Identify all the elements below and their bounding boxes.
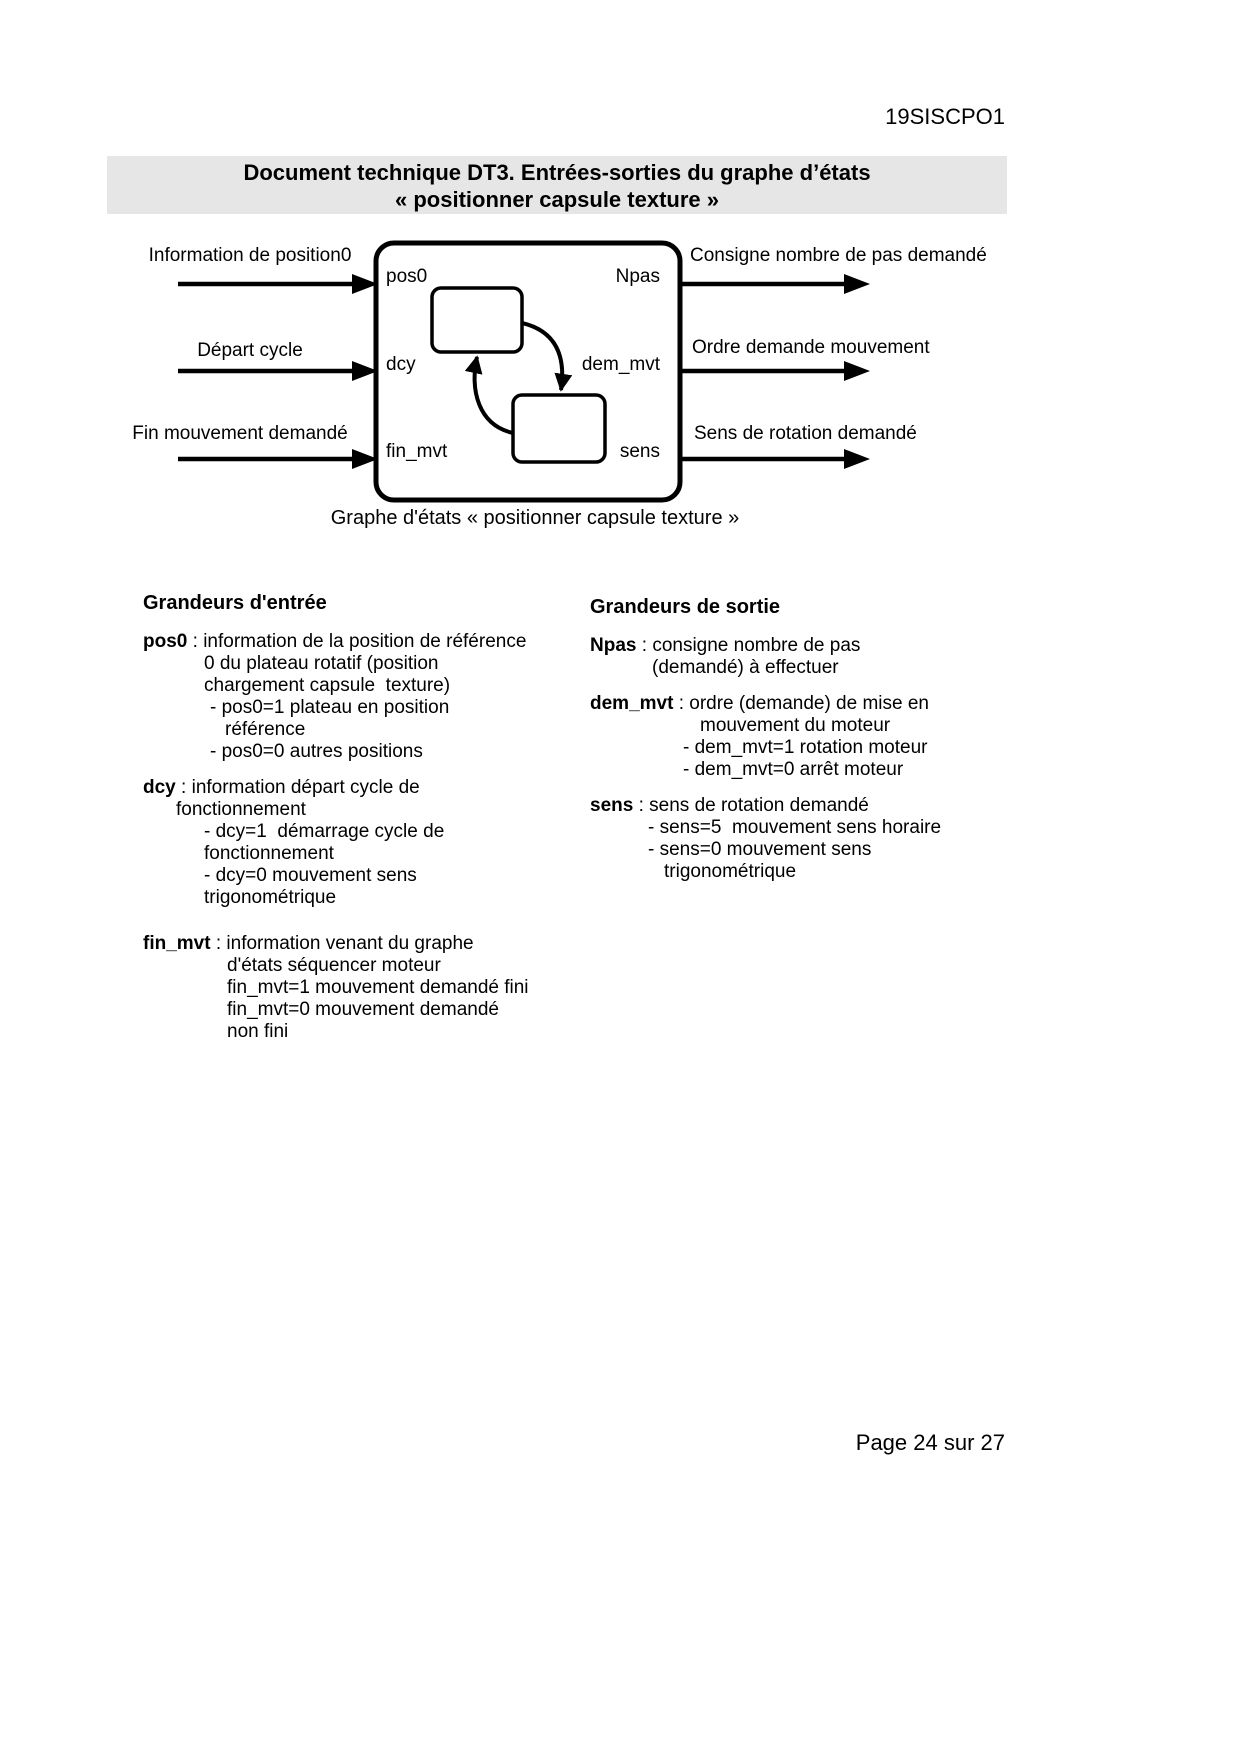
page-title-line1: Document technique DT3. Entrées-sorties … (243, 160, 871, 185)
transition-arrow-up (464, 355, 514, 435)
transition-arrow-down (521, 321, 573, 392)
definition-line: - pos0=1 plateau en position (210, 697, 450, 718)
definition-line: - pos0=0 autres positions (210, 741, 423, 762)
input-label-position0: Information de position0 (148, 245, 352, 266)
io-diagram: Information de position0 Départ cycle Fi… (0, 230, 1240, 530)
definition-line: fonctionnement (176, 799, 306, 820)
definition-line: - dem_mvt=1 rotation moteur (683, 737, 928, 758)
state-node-top (430, 286, 524, 354)
definition-first-line: sens : sens de rotation demandé (590, 795, 1050, 817)
output-arrow-sens (680, 449, 870, 469)
definition-line: chargement capsule texture) (204, 675, 451, 696)
definition-line: fonctionnement (204, 843, 334, 864)
term-npas: Npas (590, 635, 637, 656)
definition-first-line: dcy : information départ cycle de (143, 777, 603, 799)
output-label-ordre: Ordre demande mouvement (692, 337, 930, 358)
output-arrow-npas (680, 274, 870, 294)
state-diagram-figure (178, 240, 870, 503)
definition-line: - sens=0 mouvement sens (648, 839, 872, 860)
page-number: Page 24 sur 27 (855, 1430, 1005, 1455)
definition-dem-mvt: dem_mvt : ordre (demande) de mise en mou… (590, 693, 1050, 781)
definition-line: - dem_mvt=0 arrêt moteur (683, 759, 904, 780)
definition-text: ordre (demande) de mise en (689, 693, 930, 714)
term-separator: : (636, 635, 653, 656)
definition-line: non fini (227, 1021, 289, 1042)
input-label-fin-mouvement: Fin mouvement demandé (132, 423, 348, 444)
definition-sens: sens : sens de rotation demandé - sens=5… (590, 795, 1050, 883)
definition-line: référence (225, 719, 306, 740)
port-dem-mvt: dem_mvt (581, 354, 660, 375)
definition-line: trigonométrique (664, 861, 797, 882)
definition-line: - dcy=0 mouvement sens (204, 865, 417, 886)
definition-line: fin_mvt=1 mouvement demandé fini (227, 977, 529, 998)
definition-line: 0 du plateau rotatif (position (204, 653, 439, 674)
port-sens: sens (619, 441, 660, 462)
definition-line: d'états séquencer moteur (227, 955, 441, 976)
term-fin-mvt: fin_mvt (143, 933, 211, 954)
definition-fin-mvt: fin_mvt : information venant du graphe d… (143, 933, 603, 1043)
definition-text: information départ cycle de (191, 777, 420, 798)
definition-first-line: fin_mvt : information venant du graphe (143, 933, 603, 955)
port-pos0: pos0 (386, 266, 428, 287)
term-separator: : (175, 777, 192, 798)
port-npas: Npas (615, 266, 660, 287)
definition-line: mouvement du moteur (700, 715, 891, 736)
input-arrow-dcy (178, 361, 378, 381)
port-fin-mvt: fin_mvt (386, 441, 448, 462)
definition-line: - dcy=1 démarrage cycle de (204, 821, 445, 842)
term-dcy: dcy (143, 777, 176, 798)
input-arrow-pos0 (178, 274, 378, 294)
input-arrow-fin-mvt (178, 449, 378, 469)
inputs-heading: Grandeurs d'entrée (143, 592, 327, 614)
outputs-section: Grandeurs de sortie Npas : consigne nomb… (590, 596, 1050, 897)
state-node-bottom (511, 393, 607, 464)
definition-first-line: pos0 : information de la position de réf… (143, 631, 603, 653)
output-label-consigne: Consigne nombre de pas demandé (690, 245, 987, 266)
term-pos0: pos0 (143, 631, 188, 652)
term-separator: : (187, 631, 204, 652)
definition-text: consigne nombre de pas (652, 635, 861, 656)
definition-text: information de la position de référence (203, 631, 527, 652)
exam-code: 19SISCPO1 (885, 104, 1005, 129)
output-label-sens-rotation: Sens de rotation demandé (694, 423, 917, 444)
definition-pos0: pos0 : information de la position de réf… (143, 631, 603, 763)
diagram-caption: Graphe d'états « positionner capsule tex… (330, 507, 740, 529)
term-sens: sens (590, 795, 634, 816)
inputs-section: Grandeurs d'entrée pos0 : information de… (143, 592, 603, 1057)
definition-line: fin_mvt=0 mouvement demandé (227, 999, 499, 1020)
term-dem-mvt: dem_mvt (590, 693, 674, 714)
input-label-depart-cycle: Départ cycle (197, 340, 303, 361)
outputs-heading: Grandeurs de sortie (590, 596, 781, 618)
definition-first-line: Npas : consigne nombre de pas (590, 635, 1050, 657)
term-separator: : (673, 693, 690, 714)
output-arrow-dem-mvt (680, 361, 870, 381)
definition-npas: Npas : consigne nombre de pas (demandé) … (590, 635, 1050, 679)
definition-line: - sens=5 mouvement sens horaire (648, 817, 942, 838)
definition-line: trigonométrique (204, 887, 337, 908)
page-title-line2: « positionner capsule texture » (395, 187, 719, 212)
definition-line: (demandé) à effectuer (652, 657, 839, 678)
definition-first-line: dem_mvt : ordre (demande) de mise en (590, 693, 1050, 715)
definition-text: sens de rotation demandé (649, 795, 869, 816)
definition-dcy: dcy : information départ cycle de foncti… (143, 777, 603, 909)
definition-text: information venant du graphe (226, 933, 474, 954)
port-dcy: dcy (386, 354, 416, 375)
title-banner: Document technique DT3. Entrées-sorties … (107, 156, 1007, 214)
term-separator: : (210, 933, 227, 954)
term-separator: : (633, 795, 650, 816)
